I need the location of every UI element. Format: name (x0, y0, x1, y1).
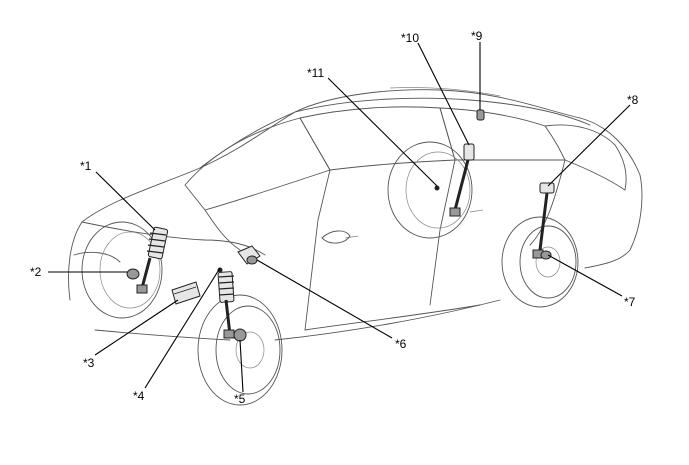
callout-5: *5 (234, 392, 246, 406)
leader-6 (256, 259, 393, 339)
leader-10 (417, 42, 470, 146)
callout-8: *8 (627, 93, 639, 107)
callout-2: *2 (30, 265, 42, 279)
front-right-shock-absorber (217, 267, 235, 339)
suspension-control-ecu (171, 281, 201, 305)
rear-left-shock-absorber (449, 143, 475, 217)
front-left-wheel (81, 221, 163, 319)
component-11 (434, 185, 440, 191)
leader-4 (144, 267, 221, 389)
callout-1: *1 (80, 159, 92, 173)
rear-left-wheel (387, 141, 473, 239)
front-right-wheel (197, 294, 283, 406)
leader-lines (48, 42, 631, 393)
callout-9: *9 (471, 29, 483, 43)
leader-11 (327, 77, 438, 187)
rear-right-shock-absorber (532, 182, 555, 259)
callout-10: *10 (401, 31, 419, 45)
car-body (68, 87, 643, 341)
leader-5 (239, 339, 244, 393)
leader-3 (94, 299, 179, 356)
callout-3: *3 (83, 356, 95, 370)
component-9 (476, 109, 485, 121)
callout-labels: *1 *2 *3 *4 *5 *6 *7 *8 *9 *10 *11 (30, 29, 639, 406)
leader-1 (95, 171, 156, 231)
leader-7 (547, 254, 623, 297)
callout-6: *6 (395, 337, 407, 351)
height-sensor-front-left (126, 268, 140, 280)
leader-8 (547, 104, 631, 187)
height-sensor-rear-right (540, 250, 552, 260)
callout-4: *4 (133, 389, 145, 403)
component-6 (237, 245, 261, 265)
front-left-shock-absorber (136, 226, 169, 294)
height-sensor-front-right (233, 328, 247, 342)
callout-7: *7 (624, 295, 636, 309)
rear-right-wheel (501, 216, 579, 308)
callout-11: *11 (307, 66, 324, 80)
